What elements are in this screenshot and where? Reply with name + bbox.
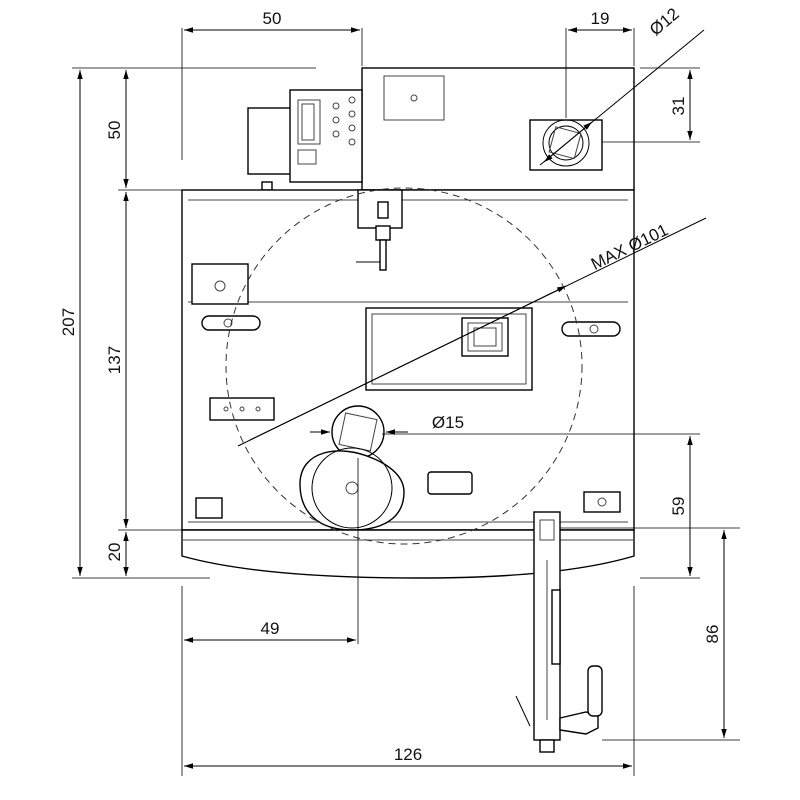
chimney-outlet — [529, 119, 603, 171]
dim-top-width-offset: 50 — [263, 9, 282, 28]
left-plate — [191, 263, 249, 305]
left-lower-plate — [209, 397, 275, 421]
dim-chimney-offset: 19 — [591, 9, 610, 28]
dim-nozzle-height: 59 — [669, 497, 688, 516]
upper-panel — [383, 75, 445, 121]
dim-base-height: 20 — [105, 543, 124, 562]
center-grille — [461, 317, 509, 357]
control-box — [247, 107, 297, 175]
dim-overall-height: 207 — [59, 308, 78, 336]
flue-max-circle — [225, 187, 583, 545]
dimension-lines — [77, 27, 727, 769]
dim-chimney-height: 31 — [669, 97, 688, 116]
lever-handle — [559, 711, 599, 735]
control-panel — [289, 89, 363, 183]
right-latch — [561, 321, 621, 337]
dim-body-height: 137 — [105, 346, 124, 374]
dim-left-upper-height: 50 — [105, 121, 124, 140]
base-tray — [181, 529, 635, 579]
dim-handle-height: 86 — [703, 625, 722, 644]
machine-body — [181, 67, 635, 753]
dim-chimney-diameter: Ø12 — [646, 4, 683, 39]
drum-wheel — [311, 447, 393, 529]
dim-nozzle-offset: 49 — [261, 619, 280, 638]
dim-overall-width: 126 — [394, 745, 422, 764]
extension-lines — [72, 28, 740, 776]
dim-nozzle-diameter: Ø15 — [432, 413, 464, 432]
